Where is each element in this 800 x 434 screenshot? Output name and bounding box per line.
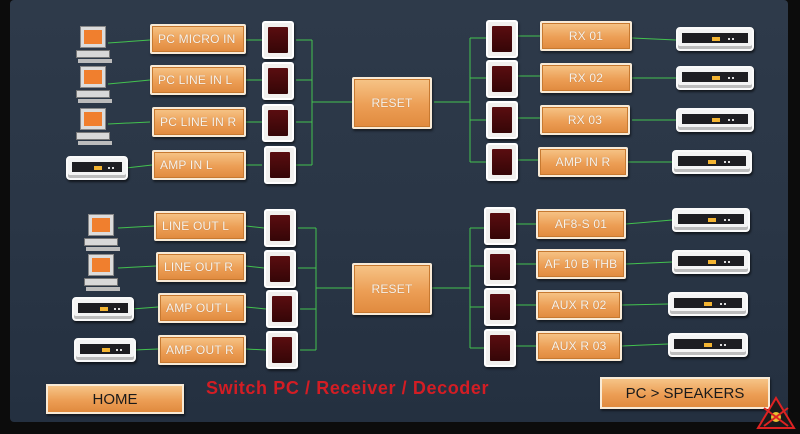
switch-toggle[interactable] bbox=[484, 248, 516, 286]
output-rx-03[interactable]: RX 03 bbox=[540, 105, 630, 135]
home-button[interactable]: HOME bbox=[46, 384, 184, 414]
switch-toggle[interactable] bbox=[264, 146, 296, 184]
pc-icon bbox=[76, 108, 112, 146]
touch-panel-screen bbox=[10, 0, 788, 422]
pc-speakers-button[interactable]: PC > SPEAKERS bbox=[600, 377, 770, 409]
switch-toggle[interactable] bbox=[486, 60, 518, 98]
pc-icon bbox=[84, 214, 120, 252]
switch-toggle[interactable] bbox=[262, 21, 294, 59]
receiver-icon bbox=[676, 27, 754, 51]
receiver-icon bbox=[672, 250, 750, 274]
output-amp-out-l[interactable]: AMP OUT L bbox=[158, 293, 246, 323]
receiver-icon bbox=[668, 292, 748, 316]
output-line-out-l[interactable]: LINE OUT L bbox=[154, 211, 246, 241]
switch-toggle[interactable] bbox=[264, 209, 296, 247]
receiver-icon bbox=[72, 297, 134, 321]
switch-toggle[interactable] bbox=[262, 62, 294, 100]
input-pc-micro-in[interactable]: PC MICRO IN bbox=[150, 24, 246, 54]
output-amp-in-r[interactable]: AMP IN R bbox=[538, 147, 628, 177]
pc-icon bbox=[84, 254, 120, 292]
corner-logo-icon bbox=[756, 396, 796, 429]
switch-toggle[interactable] bbox=[264, 250, 296, 288]
output-aux-r-02[interactable]: AUX R 02 bbox=[536, 290, 622, 320]
output-rx-01[interactable]: RX 01 bbox=[540, 21, 632, 51]
switch-toggle[interactable] bbox=[484, 329, 516, 367]
switch-toggle[interactable] bbox=[486, 20, 518, 58]
page-title: Switch PC / Receiver / Decoder bbox=[206, 378, 490, 398]
output-line-out-r[interactable]: LINE OUT R bbox=[156, 252, 246, 282]
output-af-10-b-thb[interactable]: AF 10 B THB bbox=[536, 249, 626, 279]
switch-toggle[interactable] bbox=[484, 207, 516, 245]
reset-bottom-button[interactable]: RESET bbox=[352, 263, 432, 315]
pc-icon bbox=[76, 66, 112, 104]
output-rx-02[interactable]: RX 02 bbox=[540, 63, 632, 93]
receiver-icon bbox=[74, 338, 136, 362]
output-aux-r-03[interactable]: AUX R 03 bbox=[536, 331, 622, 361]
switch-toggle[interactable] bbox=[486, 143, 518, 181]
input-pc-line-in-r[interactable]: PC LINE IN R bbox=[152, 107, 246, 137]
receiver-icon bbox=[66, 156, 128, 180]
reset-top-button[interactable]: RESET bbox=[352, 77, 432, 129]
switch-toggle[interactable] bbox=[266, 290, 298, 328]
output-af8-s-01[interactable]: AF8-S 01 bbox=[536, 209, 626, 239]
switch-toggle[interactable] bbox=[484, 288, 516, 326]
receiver-icon bbox=[668, 333, 748, 357]
pc-icon bbox=[76, 26, 112, 64]
receiver-icon bbox=[676, 108, 754, 132]
receiver-icon bbox=[672, 150, 752, 174]
input-amp-in-l[interactable]: AMP IN L bbox=[152, 150, 246, 180]
receiver-icon bbox=[672, 208, 750, 232]
input-pc-line-in-l[interactable]: PC LINE IN L bbox=[150, 65, 246, 95]
output-amp-out-r[interactable]: AMP OUT R bbox=[158, 335, 246, 365]
switch-toggle[interactable] bbox=[262, 104, 294, 142]
switch-toggle[interactable] bbox=[266, 331, 298, 369]
switch-toggle[interactable] bbox=[486, 101, 518, 139]
receiver-icon bbox=[676, 66, 754, 90]
